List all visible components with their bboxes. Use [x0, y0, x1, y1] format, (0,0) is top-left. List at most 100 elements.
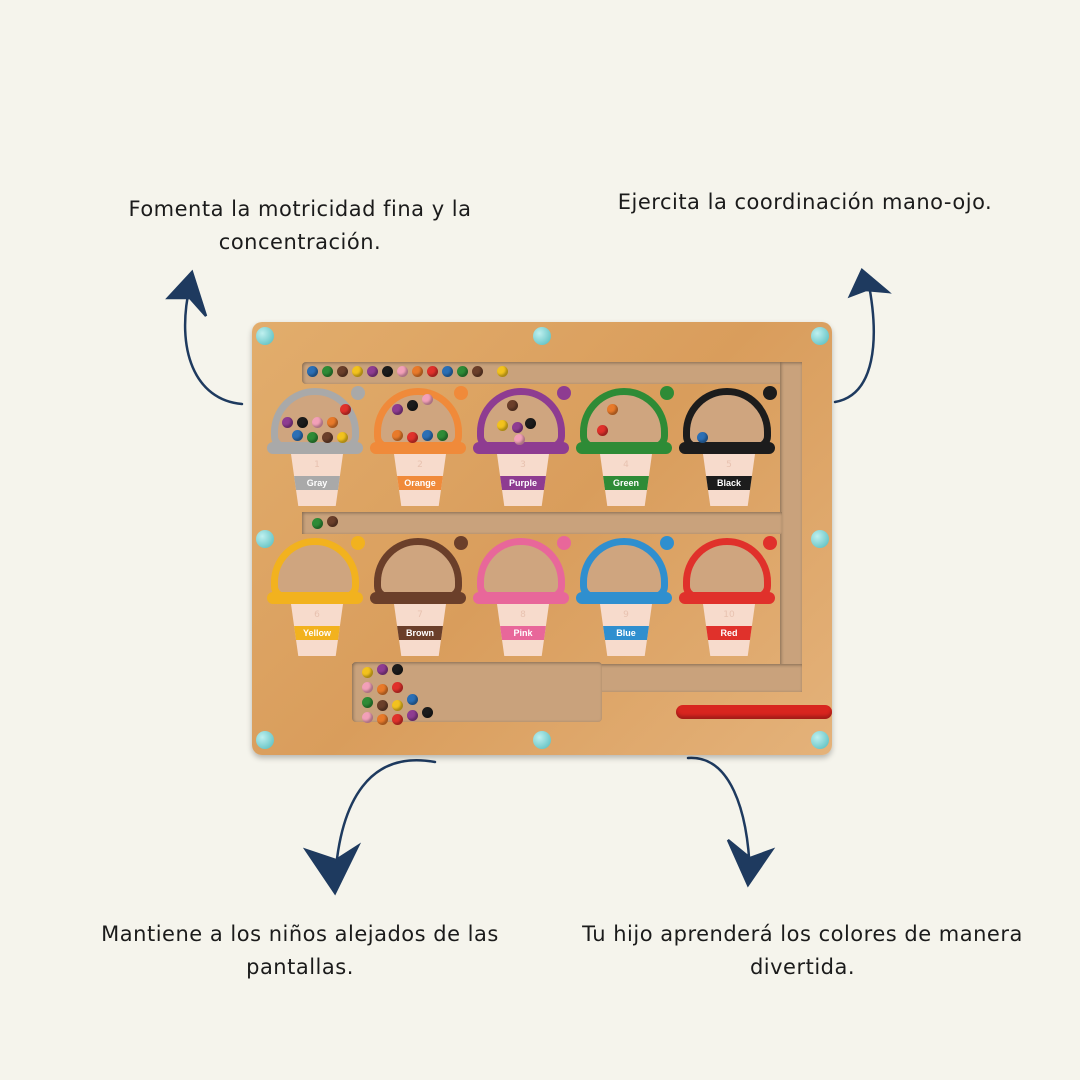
strawberry-icon — [763, 386, 777, 400]
bead — [422, 707, 433, 718]
ice-cream-cone-gray: 1 Gray — [267, 386, 365, 508]
bead — [382, 366, 393, 377]
color-label: Orange — [394, 476, 446, 490]
bead — [292, 430, 303, 441]
maze-track — [780, 362, 802, 692]
caption-hand-eye: Ejercita la coordinación mano-ojo. — [617, 190, 993, 214]
scoop — [374, 538, 462, 600]
strawberry-icon — [763, 536, 777, 550]
bead — [322, 432, 333, 443]
bead — [362, 697, 373, 708]
strawberry-icon — [557, 386, 571, 400]
ice-cream-cone-green: 4 Green — [576, 386, 674, 508]
color-label: Brown — [394, 626, 446, 640]
bead — [377, 700, 388, 711]
cone-wafer: 9 Blue — [600, 604, 652, 656]
strawberry-icon — [660, 386, 674, 400]
cone-wafer: 1 Gray — [291, 454, 343, 506]
scoop-edge — [267, 442, 363, 454]
color-label: Gray — [291, 476, 343, 490]
arrow-top-right-icon — [833, 267, 892, 404]
bead — [507, 400, 518, 411]
peg — [533, 327, 551, 345]
peg — [256, 530, 274, 548]
color-label: Pink — [497, 626, 549, 640]
ice-cream-cone-blue: 9 Blue — [576, 536, 674, 658]
cone-number: 1 — [314, 460, 320, 470]
cone-number: 7 — [417, 610, 423, 620]
cone-number: 10 — [723, 610, 735, 620]
cone-wafer: 2 Orange — [394, 454, 446, 506]
cone-number: 8 — [520, 610, 526, 620]
scoop — [477, 538, 565, 600]
scoop-edge — [576, 442, 672, 454]
bead — [607, 404, 618, 415]
bead — [525, 418, 536, 429]
scoop — [374, 388, 462, 450]
scoop — [683, 538, 771, 600]
scoop-edge — [576, 592, 672, 604]
bead — [597, 425, 608, 436]
strawberry-icon — [660, 536, 674, 550]
strawberry-icon — [454, 536, 468, 550]
caption-colors: Tu hijo aprenderá los colores de manera … — [582, 922, 1023, 979]
bead — [512, 422, 523, 433]
bead — [392, 404, 403, 415]
bead — [340, 404, 351, 415]
cone-wafer: 6 Yellow — [291, 604, 343, 656]
bead — [472, 366, 483, 377]
scoop — [271, 538, 359, 600]
bead — [407, 432, 418, 443]
bead-storage — [352, 662, 602, 722]
peg — [533, 731, 551, 749]
bead — [497, 366, 508, 377]
magnetic-maze-board: 1 Gray 2 Orange 3 Purple 4 Green 5 Black — [252, 322, 832, 755]
caption-screens: Mantiene a los niños alejados de las pan… — [101, 922, 499, 979]
ice-cream-cone-yellow: 6 Yellow — [267, 536, 365, 658]
bead — [392, 682, 403, 693]
arrow-bottom-left-icon — [302, 759, 437, 896]
cone-wafer: 7 Brown — [394, 604, 446, 656]
strawberry-icon — [454, 386, 468, 400]
bead — [327, 516, 338, 527]
cone-number: 4 — [623, 460, 629, 470]
cone-number: 9 — [623, 610, 629, 620]
scoop — [580, 538, 668, 600]
bead — [367, 366, 378, 377]
bead — [422, 430, 433, 441]
bead — [327, 417, 338, 428]
ice-cream-cone-orange: 2 Orange — [370, 386, 468, 508]
bead — [362, 667, 373, 678]
bead — [337, 366, 348, 377]
bead — [307, 366, 318, 377]
bead — [407, 694, 418, 705]
scoop-edge — [679, 442, 775, 454]
cone-number: 3 — [520, 460, 526, 470]
arrow-top-left-icon — [165, 269, 244, 406]
bead — [422, 394, 433, 405]
cone-wafer: 4 Green — [600, 454, 652, 506]
bead — [282, 417, 293, 428]
bead — [407, 710, 418, 721]
peg — [811, 530, 829, 548]
ice-cream-cone-black: 5 Black — [679, 386, 777, 508]
cone-wafer: 10 Red — [703, 604, 755, 656]
cone-wafer: 3 Purple — [497, 454, 549, 506]
scoop-edge — [679, 592, 775, 604]
arrow-bottom-right-icon — [686, 756, 776, 888]
scoop — [580, 388, 668, 450]
bead — [427, 366, 438, 377]
bead — [377, 714, 388, 725]
bead — [392, 714, 403, 725]
magnetic-pen[interactable] — [676, 705, 832, 719]
bead — [352, 366, 363, 377]
ice-cream-cone-purple: 3 Purple — [473, 386, 571, 508]
color-label: Red — [703, 626, 755, 640]
bead — [437, 430, 448, 441]
scoop-edge — [267, 592, 363, 604]
color-label: Purple — [497, 476, 549, 490]
peg — [811, 327, 829, 345]
cone-number: 5 — [726, 460, 732, 470]
ice-cream-cone-pink: 8 Pink — [473, 536, 571, 658]
